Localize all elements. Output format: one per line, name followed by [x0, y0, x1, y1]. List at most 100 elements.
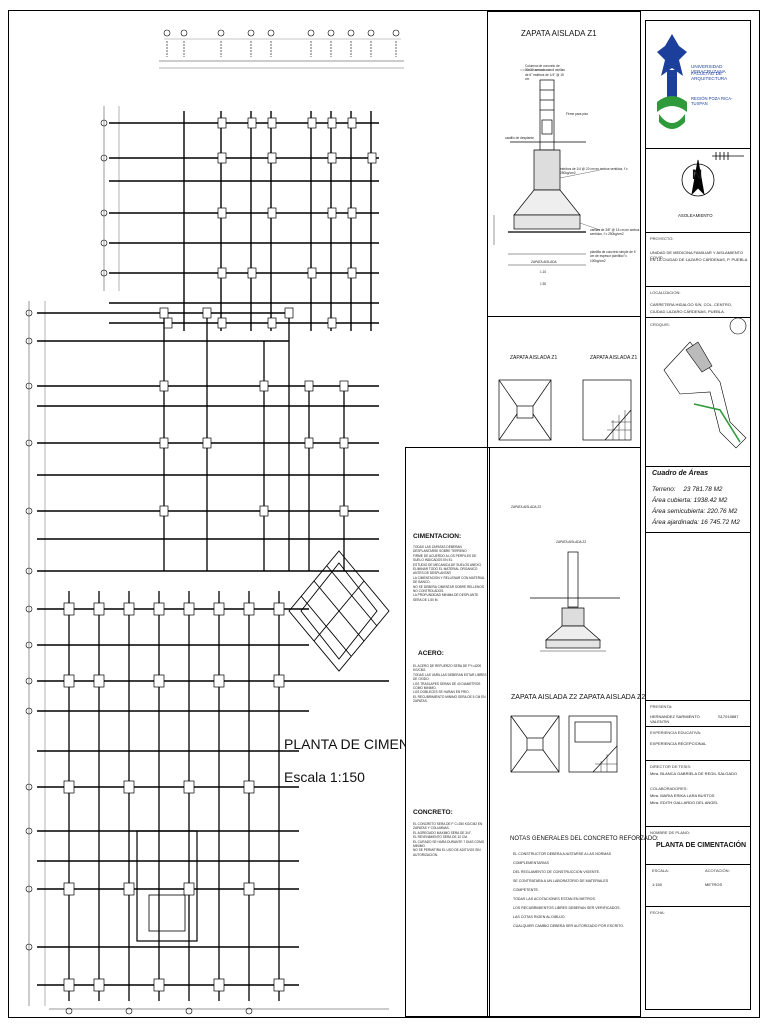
z1-pair-left-title: ZAPATA AISLADA Z1	[510, 355, 558, 361]
area-label: Área cubierta:	[652, 497, 692, 504]
tb-divider	[645, 148, 751, 149]
tb-divider	[645, 906, 751, 907]
axis-bubbles-left	[25, 309, 33, 951]
note-line: FIRME DE ACUERDO A LOS PERFILES DE SUELO…	[413, 553, 477, 563]
note-line: EL CONCRETO SERA DE F´C=250 KG/CM2 EN ZA…	[413, 822, 483, 831]
colaborador-value: Mtra. EDITH GALLARDO DEL ANGEL	[650, 800, 719, 805]
tb-divider	[645, 760, 751, 761]
concreto-title: CONCRETO:	[413, 809, 453, 816]
upper-footings	[163, 117, 377, 329]
cimentacion-notes: TODAS LAS ZAPATAS DEBERAN DESPLANTARSE S…	[413, 545, 487, 602]
area-label: Área ajardinada:	[652, 519, 699, 526]
lower-footings	[63, 602, 285, 992]
z1-annotations: Columna de concreto de 30x30 armado con …	[525, 64, 565, 82]
z2-title: ZAPATA AISLADA Z2	[556, 540, 587, 544]
note-line: EL ACERO DE REFUERZO SERA DE FY=4200 KG/…	[413, 664, 482, 673]
note-line: LOS TRASLAPES SERAN DE 40 DIAMETROS COMO…	[413, 681, 481, 691]
z1-title: ZAPATA AISLADA Z1	[521, 29, 597, 38]
proyecto-value: EN LA CIUDAD DE LAZARO CÁRDENAS, P. PUEB…	[650, 257, 748, 262]
localizacion-value: CARRETERA HIDALGO S/N, COL. CENTRO,	[650, 302, 733, 307]
z1-pair-right-title: ZAPATA AISLADA Z1	[590, 355, 638, 361]
site-sketch	[663, 317, 747, 449]
dim-label: 1.10	[540, 270, 547, 274]
presenta-value: HERNANDEZ SARMIENTO VALENTIN	[650, 714, 700, 724]
acero-notes: EL ACERO DE REFUERZO SERA DE FY=4200 KG/…	[413, 664, 487, 704]
area-row: Área cubierta: 1938.42 M2	[652, 495, 750, 506]
detail-divider	[487, 316, 641, 317]
tb-divider	[645, 317, 751, 318]
tb-divider	[645, 286, 751, 287]
university-logo	[657, 34, 687, 129]
experiencia-value: EXPERIENCIA RECEPCIONAL	[650, 741, 707, 746]
acotacion-value: METROS	[705, 882, 723, 887]
plano-label: NOMBRE DE PLANO:	[650, 830, 691, 835]
note-line: LA PROFUNDIDAD MINIMA DE DESPLANTE SERA …	[413, 593, 479, 602]
matricula-value: S17019887	[718, 714, 739, 719]
localizacion-label: LOCALIZACION:	[650, 290, 681, 295]
z1-label: varillas de 3/8" @ 15 cm en ambos sentid…	[590, 228, 640, 237]
z1-label: castillo de desplante	[505, 136, 534, 140]
experiencia-label: EXPERIENCIA EDUCATIVA:	[650, 730, 702, 735]
middle-wing-columns	[163, 311, 345, 571]
acotacion-label: ACOTACIÓN:	[705, 868, 730, 873]
z2-plan-details	[510, 715, 618, 773]
area-label: Área semicubierta:	[652, 508, 706, 515]
note-line: ESTUDIO DE MECANICA DE SUELOS ANEXO.	[413, 562, 482, 567]
z1-label: Columna de concreto de 30x30 armado con …	[525, 64, 565, 82]
tb-divider	[645, 532, 751, 533]
z1-caption: ZAPATA AISLADA	[531, 260, 557, 264]
upper-wing-columns	[183, 111, 372, 331]
colaborador-value: Mtra. MARIA ERIKA LARA BUSTOS	[650, 793, 715, 798]
north-arrow-icon	[681, 152, 744, 197]
note-line: LOS RECUBRIMIENTOS LIBRES DEBERAN SER VE…	[513, 906, 621, 910]
lower-wing-beams	[37, 608, 389, 986]
note-line: TODAS LAS ZAPATAS DEBERAN DESPLANTARSE S…	[413, 545, 467, 554]
presenta-label: PRESENTA:	[650, 704, 673, 709]
general-notes: EL CONSTRUCTOR DEBERA AJUSTARSE A LAS NO…	[513, 850, 633, 931]
note-line: EL RECUBRIMIENTO MINIMO SERA DE 5 CM EN …	[413, 694, 486, 704]
tb-divider	[645, 726, 751, 727]
note-line: ELIMINAR TODO EL MATERIAL ORGANICO ANTES…	[413, 567, 478, 576]
acero-title: ACERO:	[418, 650, 445, 657]
tb-divider	[645, 826, 751, 827]
note-line: EL REVENIMIENTO SERA DE 10 CM.	[413, 835, 468, 840]
rotated-lattice	[288, 550, 390, 672]
director-label: DIRECTOR DE TESIS:	[650, 764, 692, 769]
faculty-name: FACULTAD DE ARQUITECTURA	[691, 71, 728, 81]
tb-divider	[645, 700, 751, 701]
note-line: SE CONTRATARA A UN LABORATORIO DE MATERI…	[513, 879, 609, 892]
upper-wing-beams	[109, 122, 379, 324]
plano-value: PLANTA DE CIMENTACIÓN	[656, 842, 747, 849]
plan-scale: Escala 1:150	[284, 769, 365, 785]
axis-bubbles-top	[163, 29, 401, 57]
z2-pair-title: ZAPATA AISLADA Z2 ZAPATA AISLADA Z2	[511, 694, 646, 701]
z2-small-caption: ZAPATA AISLADA Z2	[511, 505, 542, 509]
lower-wing-columns	[68, 591, 280, 1001]
area-row: Área semicubierta: 220.76 M2	[652, 506, 750, 517]
z1-label: plantilla de concreto simple de 5 cm de …	[590, 250, 636, 263]
note-line: TODAS LAS ACOTACIONES ESTAN EN METROS.	[513, 897, 596, 901]
detail-divider	[487, 447, 641, 448]
note-line: NO SE PERMITIRA EL USO DE ADITIVOS SIN A…	[413, 848, 481, 857]
proyecto-value: UNIDAD DE MEDICINA FAMILIAR Y AISLAMIENT…	[650, 250, 744, 260]
concreto-notes: EL CONCRETO SERA DE F´C=250 KG/CM2 EN ZA…	[413, 822, 487, 857]
tb-divider	[645, 864, 751, 865]
middle-footings	[159, 307, 349, 517]
areas-table: Terreno: 23 781.78 M2 Área cubierta: 193…	[652, 484, 750, 528]
university-name: UNIVERSIDAD VERACRUZANA	[691, 64, 726, 74]
fecha-label: FECHA:	[650, 910, 665, 915]
notes-panel	[405, 447, 490, 1017]
tb-divider	[645, 466, 751, 467]
note-line: EL AGREGADO MAXIMO SERA DE 3/4".	[413, 830, 472, 835]
dim-label: 1.50	[540, 282, 547, 286]
escala-label: ESCALA:	[652, 868, 669, 873]
note-line: EL CURADO SE HARA DURANTE 7 DIAS COMO MI…	[413, 839, 485, 849]
asoleamiento-label: ASOLEAMIENTO	[678, 213, 713, 218]
note-line: LA CIMENTACION Y RELLENAR CON MATERIAL D…	[413, 575, 485, 585]
area-value: 16 745.72 M2	[700, 519, 740, 526]
z2-section-detail	[530, 551, 620, 652]
general-notes-title: NOTAS GENERALES DEL CONCRETO REFORZADO:	[510, 836, 659, 842]
tb-divider	[645, 232, 751, 233]
localizacion-value: CIUDAD LAZARO CÁRDENAS, PUEBLA.	[650, 309, 725, 314]
director-value: Mtra. BLANCA GABRIELA DE REGIL SALGADO	[650, 771, 737, 776]
